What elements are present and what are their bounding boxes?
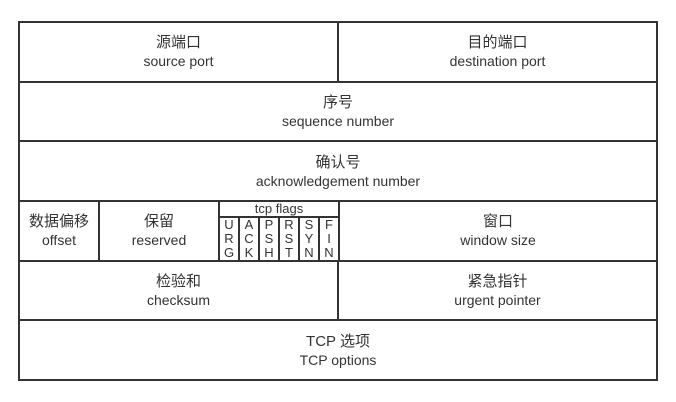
row-ports: 源端口 source port 目的端口 destination port xyxy=(20,23,656,81)
sequence-number-label-zh: 序号 xyxy=(322,93,353,111)
row-checksum-urgent: 检验和 checksum 紧急指针 urgent pointer xyxy=(20,261,656,320)
cell-acknowledgement-number: 确认号 acknowledgement number xyxy=(20,142,656,200)
cell-reserved: 保留 reserved xyxy=(100,202,218,260)
tcp-flags-header: tcp flags xyxy=(220,202,338,218)
checksum-label-en: checksum xyxy=(146,291,211,308)
tcp-options-label-en: TCP options xyxy=(299,351,377,368)
acknowledgement-number-label-zh: 确认号 xyxy=(315,153,361,171)
cell-urgent-pointer: 紧急指针 urgent pointer xyxy=(339,261,656,320)
source-port-label-en: source port xyxy=(143,53,214,70)
source-port-label-zh: 源端口 xyxy=(155,34,201,52)
tcp-options-label-zh: TCP 选项 xyxy=(306,332,370,350)
cell-sequence-number: 序号 sequence number xyxy=(20,82,656,141)
data-offset-label-zh: 数据偏移 xyxy=(28,213,89,231)
destination-port-label-zh: 目的端口 xyxy=(467,34,528,52)
window-size-label-zh: 窗口 xyxy=(482,213,513,231)
urgent-pointer-label-en: urgent pointer xyxy=(454,291,541,308)
cell-window-size: 窗口 window size xyxy=(340,202,656,260)
reserved-label-en: reserved xyxy=(131,232,187,249)
urgent-pointer-label-zh: 紧急指针 xyxy=(467,272,528,290)
cell-data-offset: 数据偏移 offset xyxy=(20,202,98,260)
reserved-label-zh: 保留 xyxy=(143,213,174,231)
sequence-number-label-en: sequence number xyxy=(281,112,395,129)
destination-port-label-en: destination port xyxy=(449,53,546,70)
cell-checksum: 检验和 checksum xyxy=(20,261,337,320)
checksum-label-zh: 检验和 xyxy=(155,272,201,290)
tcp-header-table: 源端口 source port 目的端口 destination port 序号… xyxy=(18,21,658,381)
window-size-label-en: window size xyxy=(460,232,536,249)
acknowledgement-number-label-en: acknowledgement number xyxy=(255,172,421,189)
row-sequence-number: 序号 sequence number xyxy=(20,82,656,141)
cell-tcp-options: TCP 选项 TCP options xyxy=(20,321,656,379)
cell-destination-port: 目的端口 destination port xyxy=(339,23,656,81)
data-offset-label-en: offset xyxy=(42,232,76,249)
row-acknowledgement-number: 确认号 acknowledgement number xyxy=(20,142,656,200)
row-tcp-options: TCP 选项 TCP options xyxy=(20,321,656,379)
cell-source-port: 源端口 source port xyxy=(20,23,337,81)
